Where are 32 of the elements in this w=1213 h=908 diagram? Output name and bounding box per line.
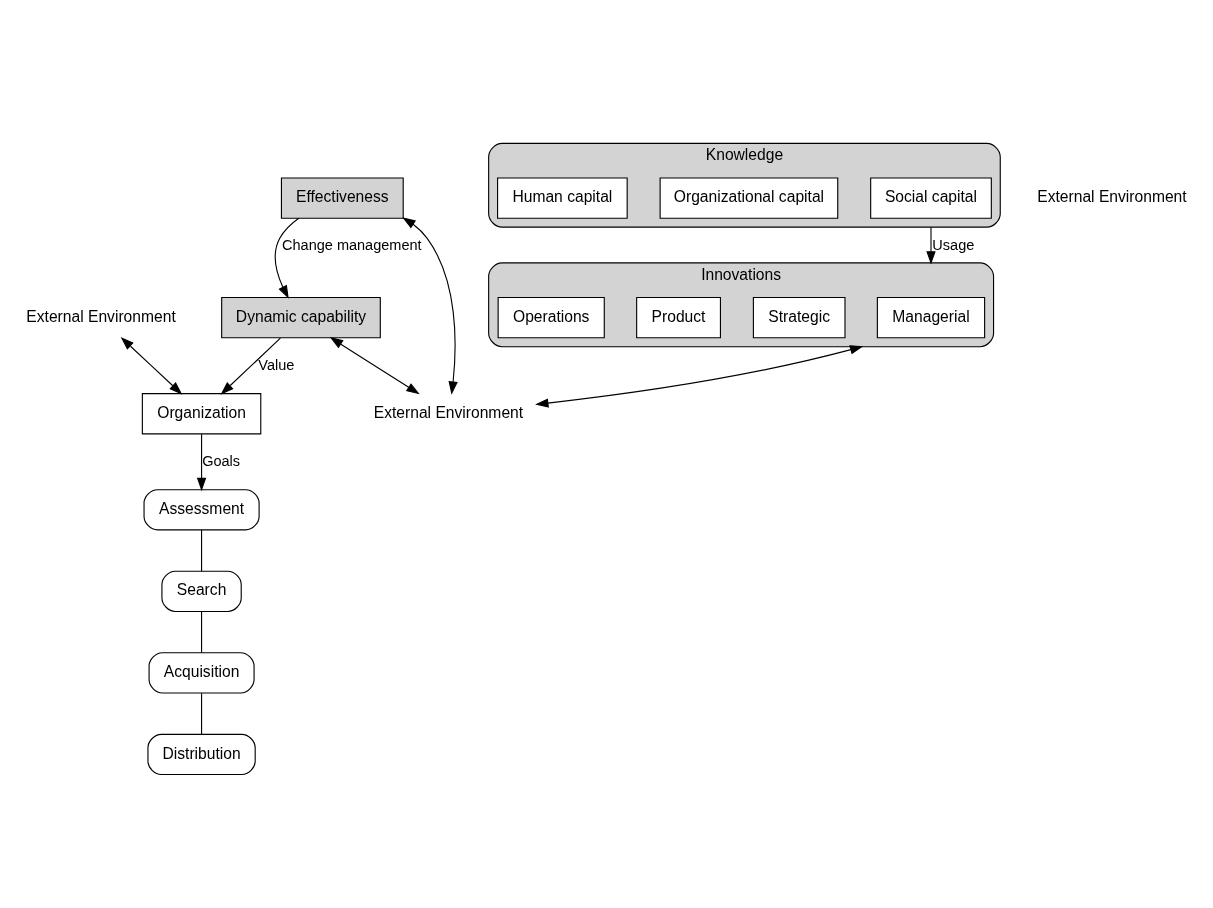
arrow — [196, 433, 207, 491]
edge-label: Change management — [282, 236, 422, 253]
node-box: Organizational capital — [659, 176, 839, 219]
edge-label: Usage — [932, 236, 975, 253]
node-box: Organization — [141, 392, 262, 434]
node-box: Operations — [497, 296, 605, 338]
arrow — [120, 336, 183, 395]
node-box: Search — [161, 570, 242, 612]
node-text: External Environment — [1037, 187, 1187, 205]
connector — [201, 610, 203, 653]
node-box: Human capital — [497, 176, 628, 219]
node-box: Managerial — [876, 296, 986, 338]
node-box: Distribution — [147, 733, 256, 775]
arrow — [535, 344, 864, 408]
node-text: External Environment — [373, 403, 524, 421]
node-box: Social capital — [870, 176, 992, 219]
arrow — [926, 226, 936, 265]
node-text: External Environment — [26, 307, 176, 325]
arrow — [274, 217, 300, 299]
arrow — [402, 216, 458, 395]
node-box: Dynamic capability — [221, 296, 381, 338]
node-box: Product — [636, 296, 721, 338]
connector — [201, 692, 203, 735]
node-box: Acquisition — [148, 651, 255, 694]
node-box: Strategic — [752, 296, 846, 338]
node-box: Effectiveness — [280, 176, 404, 219]
node-box: Assessment — [143, 488, 260, 530]
edge-label: Goals — [202, 452, 241, 469]
connector — [201, 529, 203, 572]
edge-label: Value — [258, 355, 295, 372]
arrow — [220, 337, 281, 395]
arrow — [329, 336, 420, 394]
